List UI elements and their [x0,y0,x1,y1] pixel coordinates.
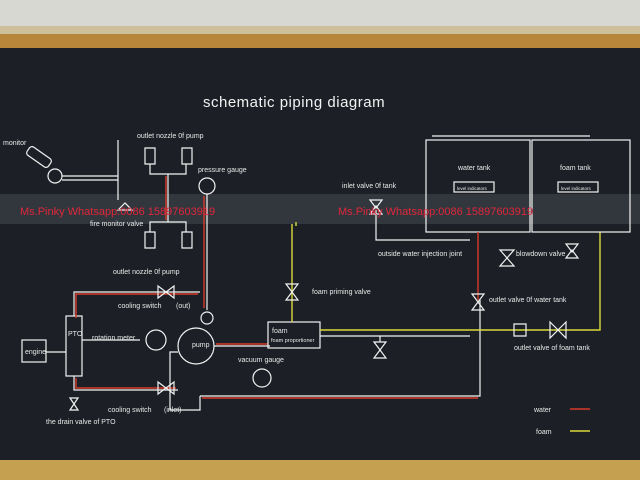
label-inlet-tag: (inlet) [164,407,182,414]
label-rotation-meter: rotation meter [92,335,136,342]
label-cooling-switch-out: cooling switch [118,303,162,310]
label-foam-tank: foam tank [560,165,591,172]
label-drain-valve: the drain valve of PTO [46,419,116,426]
label-pressure-gauge: pressure gauge [198,167,247,174]
proportioner-outlet [320,335,470,342]
label-outlet-valve-water-tank: outlet valve 0f water tank [489,297,567,304]
legend-water-label: water [533,407,552,414]
foam-tank [531,139,631,233]
pump-discharge-water [202,343,478,399]
label-foam-proportioner-full: foam proportioner [271,338,315,344]
label-level-indicator-1: level indicators [457,186,488,191]
inlet-pipe [375,210,470,241]
label-outlet-valve-foam-tank: outlet valve of foam tank [514,345,590,352]
foam-priming-valve-icon [284,283,300,301]
label-outlet-nozzle-bottom: outlet nozzle 0f pump [113,269,180,276]
label-pump: pump [192,342,210,349]
diagram-title: schematic piping diagram [203,94,385,111]
legend-foam-label: foam [536,429,552,436]
inlet-valve-icon [368,199,384,215]
monitor-pipe [62,140,119,200]
label-outlet-nozzle-top: outlet nozzle 0f pump [137,133,204,140]
label-fire-monitor-valve: fire monitor valve [90,221,143,228]
label-outside-injection: outside water injection joint [378,251,462,258]
outlet-valve-water-tank-icon [470,293,486,311]
outlet-valve-foam-tank-icon [513,320,567,340]
label-foam-priming-valve: foam priming valve [312,289,371,296]
wall-top [0,0,640,26]
label-engine: engine [25,349,46,356]
label-out-tag: (out) [176,303,190,310]
label-foam-proportioner: foam [272,328,288,335]
frame-bottom [0,460,640,480]
foam-line [291,222,601,331]
label-vacuum-gauge: vacuum gauge [238,357,284,364]
engine-box [21,339,47,363]
board-panel [0,48,640,460]
blowdown-valve-icon-1 [498,249,516,267]
watermark-right: Ms.Pinky Whatsapp:0086 15897603919 [338,206,533,218]
watermark-left: Ms.Pinky Whatsapp:0086 15897603919 [20,206,215,218]
label-monitor: monitor [3,140,27,147]
vacuum-gauge-icon [252,368,272,388]
label-cooling-switch-inlet: cooling switch [108,407,152,414]
legend: water foam [533,407,590,436]
foam-proportioner-box [267,321,321,349]
label-blowdown-valve: blowdown valve [516,251,566,258]
cooling-loop-water [75,293,198,389]
label-inlet-valve-tank: inlet valve 0f tank [342,183,397,190]
pump-discharge-pipes [200,300,481,397]
cooling-switch-out-icon [157,284,175,300]
fire-monitor-valve-icon [116,202,134,211]
drain-valve-icon [68,397,80,411]
frame-top [0,34,640,48]
label-pto: PTO [68,331,83,338]
label-level-indicator-2: level indicators [561,186,592,191]
label-water-tank: water tank [457,165,491,172]
blowdown-valve-icon-2 [564,243,580,259]
glare-band [0,194,640,224]
rotation-meter-icon [145,329,167,351]
pressure-gauge-icon [198,177,216,310]
